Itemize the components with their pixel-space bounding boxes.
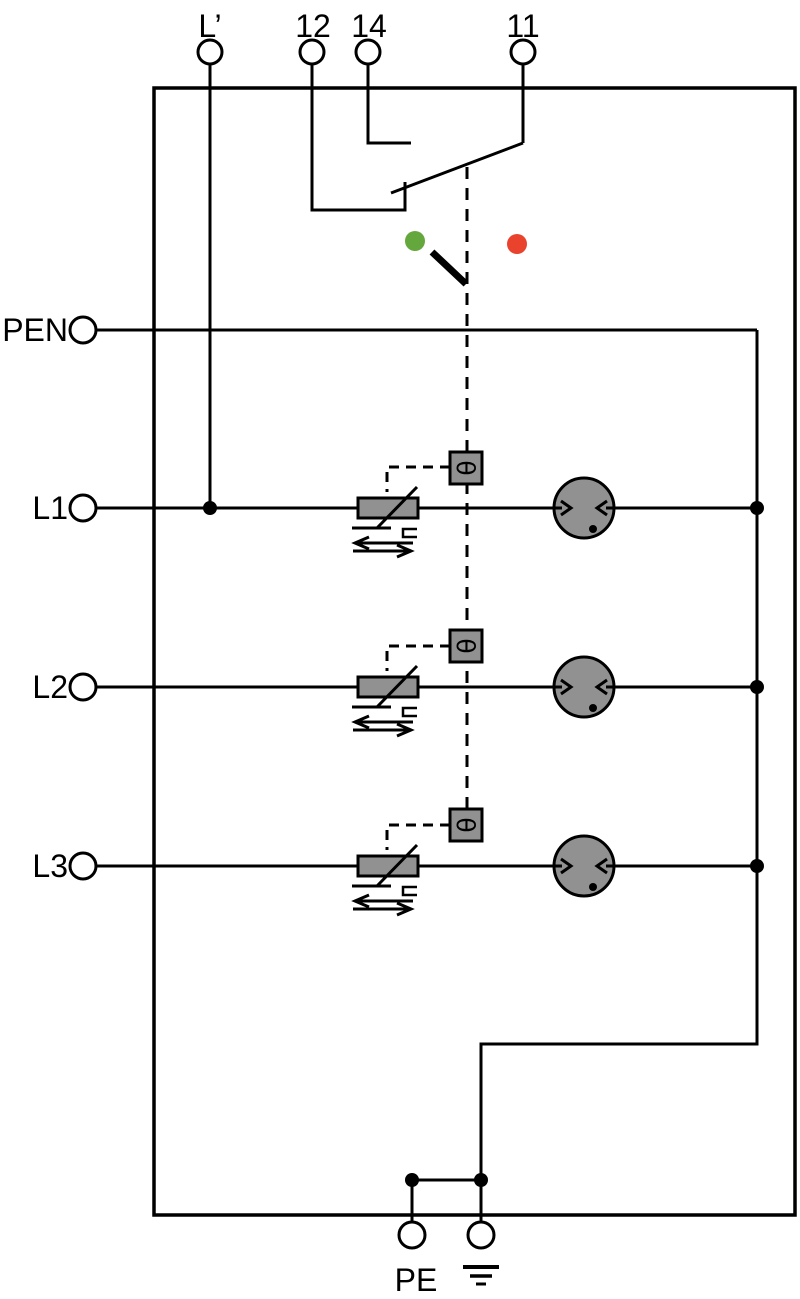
- junction-dot: [203, 501, 217, 515]
- wire-terminal-12: [310, 64, 407, 212]
- thermal-disconnector-symbol: θ: [448, 807, 484, 843]
- terminal-l3: [68, 851, 98, 881]
- gdt-gas-filled-dot: [589, 883, 597, 891]
- varistor-diagonal-stroke: [375, 843, 419, 888]
- terminal-11: [509, 38, 537, 66]
- switch-position-pointer: [429, 249, 469, 287]
- terminal-14: [354, 38, 382, 66]
- junction-dot: [750, 680, 764, 694]
- bidirectional-arrows-icon: [351, 535, 415, 559]
- u-bracket-mark: [401, 527, 417, 539]
- terminal-l-prime: [196, 38, 224, 66]
- label-l2: L2: [32, 669, 68, 705]
- label-l1: L1: [32, 490, 68, 526]
- status-indicator-green: [405, 231, 425, 251]
- gdt-gas-filled-dot: [589, 525, 597, 533]
- gas-discharge-tube-symbol: [552, 476, 616, 540]
- thermal-disconnector-symbol: θ: [448, 628, 484, 664]
- terminal-12: [298, 38, 326, 66]
- status-indicators: [405, 231, 527, 287]
- terminal-labels: L’ 12 14 11 PEN L1 L2 L3 PE: [2, 8, 539, 1298]
- label-14: 14: [351, 8, 387, 44]
- terminal-pen: [68, 315, 98, 345]
- theta-glyph: θ: [451, 460, 480, 475]
- terminal-pe: [397, 1220, 427, 1250]
- label-l3: L3: [32, 848, 68, 884]
- bidirectional-arrows-icon: [351, 714, 415, 738]
- earth-bus-path: [412, 330, 759, 1182]
- linkage-elbow-l1: [385, 465, 450, 492]
- junction-dot: [405, 1173, 419, 1187]
- label-pen: PEN: [2, 312, 68, 348]
- u-bracket-mark: [401, 706, 417, 718]
- label-l-prime: L’: [198, 8, 221, 44]
- protection-path-l1: θ: [351, 450, 616, 559]
- gdt-gas-filled-dot: [589, 704, 597, 712]
- device-enclosure-outline: [152, 86, 797, 1217]
- varistor-diagonal-stroke: [375, 485, 419, 530]
- junction-dots: [203, 501, 764, 1187]
- terminal-l1: [68, 493, 98, 523]
- label-pe: PE: [395, 1262, 438, 1298]
- protection-path-l3: θ: [351, 807, 616, 917]
- theta-glyph: θ: [451, 638, 480, 653]
- status-indicator-red: [507, 234, 527, 254]
- varistor-diagonal-stroke: [375, 664, 419, 709]
- wire-terminal-14: [366, 64, 411, 145]
- protection-path-l2: θ: [351, 628, 616, 738]
- junction-dot: [750, 859, 764, 873]
- theta-glyph: θ: [451, 817, 480, 832]
- linkage-elbow-l2: [385, 644, 450, 671]
- changeover-switch-blade: [390, 141, 524, 195]
- terminal-ground: [466, 1220, 496, 1250]
- junction-dot: [750, 501, 764, 515]
- linkage-elbow-l3: [385, 823, 450, 850]
- thermal-disconnector-symbol: θ: [448, 450, 484, 486]
- gas-discharge-tube-symbol: [552, 655, 616, 719]
- u-bracket-mark: [401, 885, 417, 897]
- junction-dot: [474, 1173, 488, 1187]
- terminal-l2: [68, 672, 98, 702]
- earth-ground-icon: [463, 1265, 499, 1286]
- terminals: [68, 38, 537, 1250]
- top-terminal-wires: [208, 64, 525, 508]
- label-12: 12: [295, 8, 331, 44]
- bidirectional-arrows-icon: [351, 893, 415, 917]
- label-11: 11: [506, 8, 539, 44]
- gas-discharge-tube-symbol: [552, 834, 616, 898]
- mechanical-linkage: [385, 167, 469, 850]
